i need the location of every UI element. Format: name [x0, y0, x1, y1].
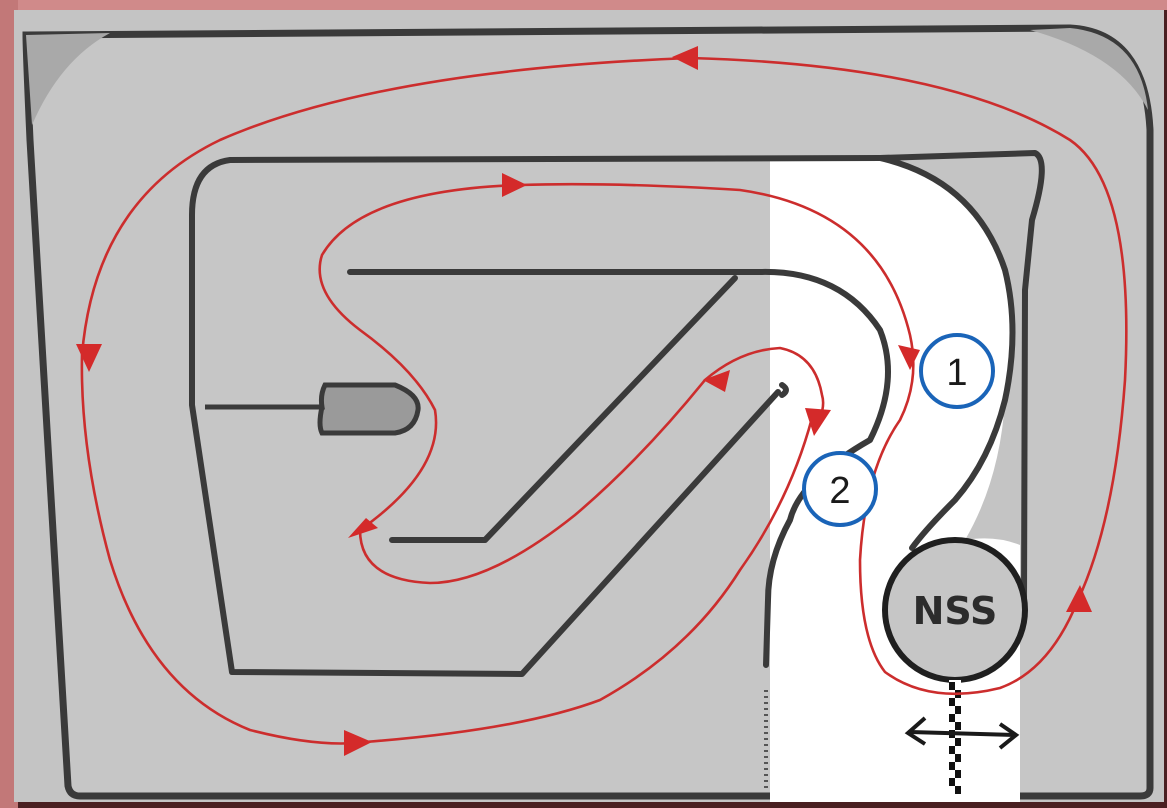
- outer-loop-route: [80, 56, 814, 745]
- route-arrow-icon: [76, 344, 102, 372]
- route-arrow-icon: [348, 518, 378, 538]
- pit-s-curve: [877, 155, 1016, 551]
- marker-1-label: 1: [946, 352, 967, 394]
- nss-label: NSS: [913, 589, 998, 633]
- route-arrow-icon: [898, 345, 920, 370]
- route-arrow-icon: [344, 730, 372, 756]
- route-arrow-icon: [805, 408, 831, 436]
- route-arrow-icon: [672, 46, 698, 70]
- route-arrow-icon: [1066, 585, 1092, 612]
- garage-building: [205, 382, 421, 436]
- marker-2: 2: [802, 451, 878, 527]
- direction-double-arrow-icon: [904, 716, 1020, 750]
- marker-2-label: 2: [829, 470, 850, 512]
- inner-route: [358, 346, 825, 585]
- outer-route: [318, 56, 1128, 696]
- inner-chicane: [347, 268, 891, 668]
- route-arrow-icon: [502, 173, 527, 197]
- infield-boundary: [189, 155, 883, 677]
- marker-1: 1: [919, 333, 995, 409]
- start-finish-line: [949, 680, 961, 802]
- route-arrow-icon: [703, 370, 730, 392]
